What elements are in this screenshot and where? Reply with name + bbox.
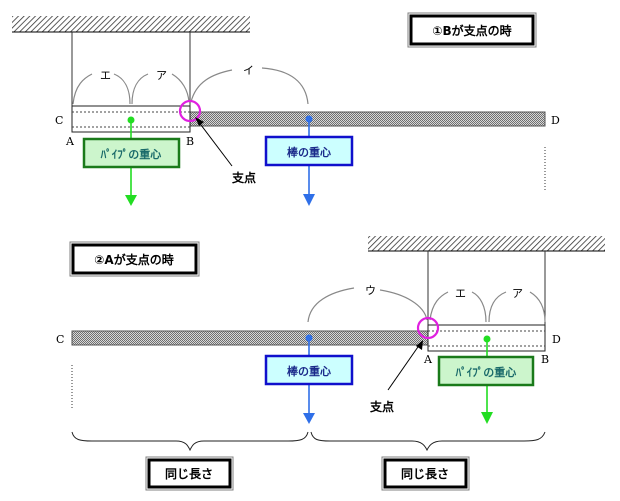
- bar-cg-dot: [305, 115, 313, 123]
- pipe-cg-dot: [127, 116, 135, 124]
- diagram2-title: ②Aが支点の時: [94, 252, 173, 267]
- brace-right: [310, 431, 546, 452]
- bar: [71, 330, 429, 346]
- bar-cg-box: 棒の重心: [264, 135, 354, 167]
- arc-label-u: ウ: [365, 284, 376, 297]
- diagram-2: ②Aが支点の時 ウ エ ア C A B D: [56, 236, 605, 491]
- pipe-cg-box: ﾊﾟｲﾌﾟの重心: [437, 355, 535, 387]
- same-length-box-right: 同じ長さ: [381, 456, 470, 491]
- distance-arcs: [307, 287, 546, 323]
- bar-cg-label: 棒の重心: [287, 145, 331, 159]
- diagram2-title-box: ②Aが支点の時: [69, 241, 200, 277]
- braces: [71, 431, 546, 452]
- label-d: D: [552, 333, 561, 346]
- bar-cg-label: 棒の重心: [287, 364, 331, 378]
- fulcrum-pointer: [387, 340, 423, 391]
- fulcrum-circle: [416, 316, 440, 340]
- distance-arcs: [72, 67, 309, 105]
- label-c: C: [56, 333, 64, 346]
- fulcrum-circle: [178, 99, 202, 123]
- label-d: D: [551, 114, 560, 127]
- pipe-cg-box: ﾊﾟｲﾌﾟの重心: [82, 137, 181, 169]
- fulcrum-label: 支点: [231, 170, 256, 185]
- pipe-cg-label: ﾊﾟｲﾌﾟの重心: [100, 147, 162, 161]
- label-c: C: [55, 114, 63, 127]
- fulcrum-pointer: [195, 117, 233, 167]
- pipe-cg-dot: [483, 335, 491, 343]
- brace-left: [71, 431, 309, 452]
- label-a: A: [423, 353, 433, 366]
- pipe-cg-label: ﾊﾟｲﾌﾟの重心: [455, 365, 517, 379]
- same-length-label-left: 同じ長さ: [165, 466, 213, 481]
- same-length-box-left: 同じ長さ: [145, 456, 234, 491]
- diagram-1: ①Bが支点の時 エ ア イ C A B D: [12, 12, 560, 206]
- label-a: A: [65, 135, 75, 148]
- arc-label-a: ア: [156, 69, 167, 82]
- label-b: B: [186, 135, 194, 148]
- arc-label-e: エ: [100, 69, 111, 82]
- fulcrum-label: 支点: [369, 399, 394, 414]
- bar-cg-dot: [305, 334, 313, 342]
- ceiling: [12, 16, 250, 32]
- same-length-label-right: 同じ長さ: [401, 466, 449, 481]
- label-b: B: [541, 353, 549, 366]
- arc-label-i: イ: [243, 64, 254, 77]
- bar-cg-box: 棒の重心: [264, 354, 354, 386]
- arc-label-e: エ: [455, 287, 466, 300]
- arc-label-a: ア: [512, 287, 523, 300]
- diagram1-title: ①Bが支点の時: [432, 23, 511, 38]
- diagram1-title-box: ①Bが支点の時: [407, 12, 537, 48]
- bar: [189, 111, 546, 127]
- ceiling: [368, 236, 605, 251]
